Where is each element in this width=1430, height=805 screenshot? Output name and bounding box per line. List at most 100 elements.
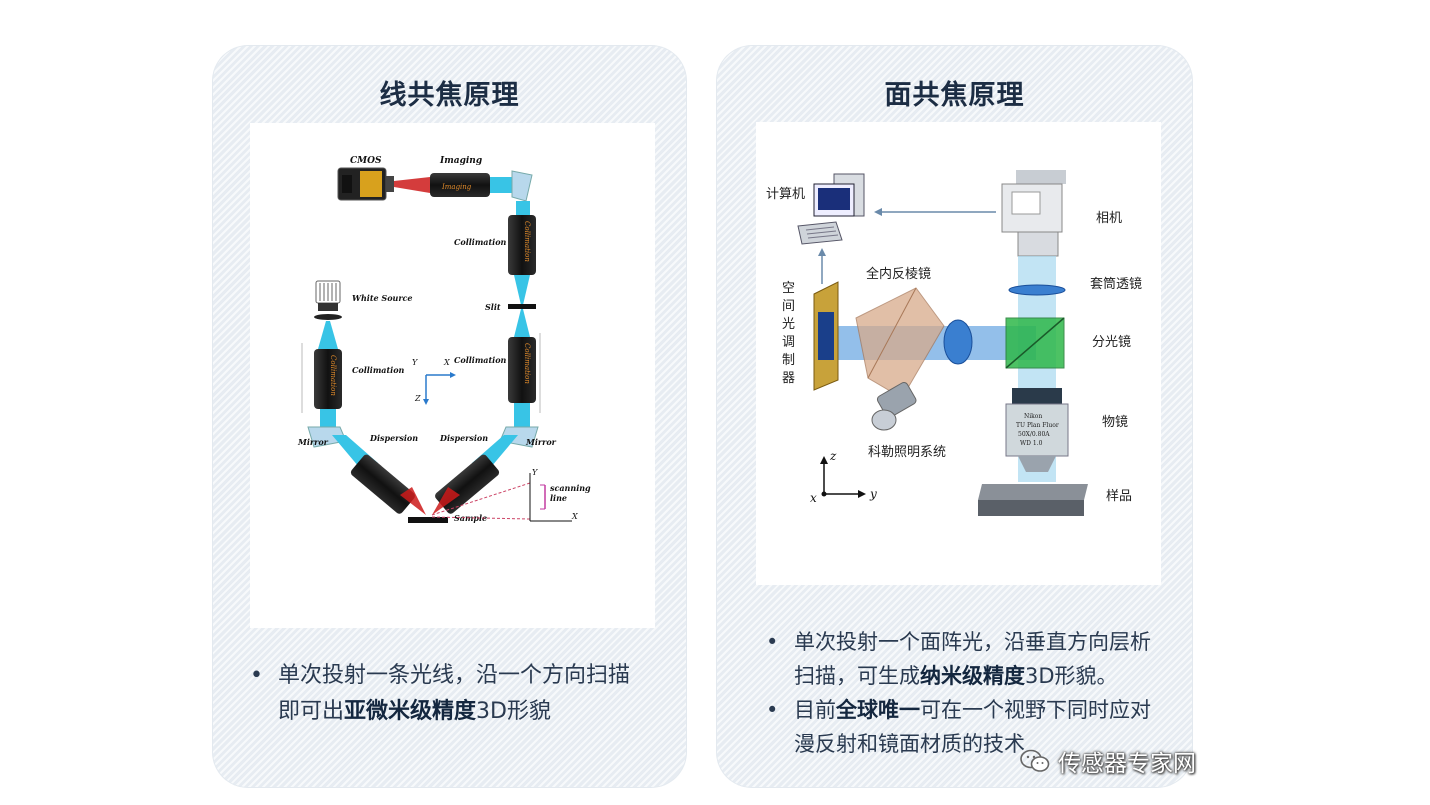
- sample-block: [408, 517, 448, 523]
- objective-text-4: WD 1.0: [1020, 440, 1043, 447]
- line-confocal-svg: CMOS Imaging Imaging Collimation Collima…: [297, 156, 591, 523]
- collimation-tube-right-text: Collimation: [523, 343, 531, 384]
- mirror-left-label: Mirror: [297, 437, 329, 447]
- mirror-top-right: [511, 170, 533, 202]
- scanning-inset: [529, 473, 572, 522]
- axis-x: x: [810, 491, 817, 505]
- bullet-item: • 单次投射一个面阵光，沿垂直方向层析扫描，可生成纳米级精度3D形貌。: [766, 625, 1166, 693]
- imaging-tube: [430, 173, 490, 197]
- area-confocal-diagram: 计算机 相机 套筒透镜: [756, 122, 1161, 585]
- bullet-item: • 单次投射一条光线，沿一个方向扫描即可出亚微米级精度3D形貌: [250, 658, 650, 730]
- axis-x-label: X: [443, 358, 450, 367]
- axis-z-label: Z: [414, 394, 421, 403]
- cyan-beam-right-3: [514, 309, 530, 337]
- slit-label: Slit: [485, 302, 501, 312]
- slm-label-5: 制: [782, 353, 795, 368]
- scan-x-label: X: [571, 512, 578, 521]
- collimation-left-label: Collimation: [352, 365, 405, 375]
- white-source: [314, 280, 342, 320]
- collimation-tube-left-text: Collimation: [329, 355, 337, 396]
- axis-indicator: [423, 372, 456, 405]
- watermark: 传感器专家网: [1020, 744, 1196, 778]
- collimation-tube-top: [508, 215, 536, 275]
- bullet-text: 单次投射一条光线，沿一个方向扫描即可出: [278, 663, 631, 724]
- collimation-right-label: Collimation: [454, 355, 507, 365]
- bullet-emphasis: 纳米级精度: [920, 664, 1025, 688]
- computer-label: 计算机: [766, 187, 805, 202]
- bullet-text-end: 可在一个视野下同时应对漫反射和镜面材质的技术: [794, 698, 1151, 756]
- axis-y: y: [869, 487, 877, 501]
- area-confocal-bullets: • 单次投射一个面阵光，沿垂直方向层析扫描，可生成纳米级精度3D形貌。 • 目前…: [766, 625, 1166, 761]
- bullet-emphasis: 全球唯一: [836, 698, 920, 722]
- scan-guide-1: [431, 482, 531, 516]
- cmos-label: CMOS: [350, 156, 382, 166]
- objective-lens: [1005, 388, 1069, 472]
- camera-icon: [1001, 170, 1066, 257]
- collimation-tube-top-text: Collimation: [523, 221, 531, 262]
- scan-y-label: Y: [532, 468, 538, 477]
- beam-splitter-label: 分光镜: [1092, 335, 1131, 350]
- axis-z: z: [829, 449, 837, 463]
- wechat-icon: [1020, 749, 1050, 772]
- bullet-dot: •: [766, 698, 779, 722]
- bullet-text: 单次投射一个面阵光，沿垂直方向层析扫描，可生成: [794, 630, 1151, 688]
- cyan-beam-left-2: [320, 409, 336, 431]
- tir-prism-label: 全内反棱镜: [866, 266, 931, 282]
- slm-label-3: 光: [782, 317, 795, 332]
- red-beam-top: [394, 177, 430, 193]
- objective-text-2: TU Plan Fluor: [1016, 422, 1059, 429]
- scanning-line-label-1: scanning: [550, 483, 591, 493]
- arrow-camera-to-computer-head: [874, 208, 882, 216]
- line-confocal-bullets: • 单次投射一条光线，沿一个方向扫描即可出亚微米级精度3D形貌: [250, 658, 650, 730]
- line-confocal-diagram: CMOS Imaging Imaging Collimation Collima…: [250, 123, 655, 628]
- dispersion-left-label: Dispersion: [369, 433, 418, 443]
- camera-label: 相机: [1096, 211, 1122, 226]
- objective-label: 物镜: [1102, 415, 1128, 430]
- cyan-beam-right-1: [516, 201, 530, 215]
- collimation-tube-left: [314, 349, 342, 409]
- side-lens: [943, 319, 973, 365]
- area-confocal-panel: 面共焦原理 计算机: [716, 45, 1193, 788]
- beam-splitter: [1005, 317, 1065, 369]
- computer-icon: [797, 173, 865, 245]
- panel-title: 线共焦原理: [379, 80, 520, 111]
- collimation-top-label: Collimation: [454, 237, 507, 247]
- mirror-right-label: Mirror: [525, 437, 557, 447]
- bullet-text-end: 3D形貌: [476, 699, 551, 724]
- bullet-text: 目前: [794, 698, 836, 722]
- cyan-beam-left-1: [318, 321, 338, 349]
- bullet-emphasis: 亚微米级精度: [344, 699, 477, 724]
- imaging-label: Imaging: [439, 156, 482, 166]
- red-beam-right: [432, 487, 460, 515]
- bullet-dot: •: [250, 663, 263, 688]
- objective-text-1: Nikon: [1024, 413, 1042, 420]
- objective-text-3: 50X/0.80A: [1018, 431, 1050, 438]
- slm-label-1: 空: [782, 281, 795, 296]
- watermark-text: 传感器专家网: [1058, 751, 1196, 777]
- area-confocal-svg: 计算机 相机 套筒透镜: [766, 170, 1142, 516]
- cyan-beam-right-4: [514, 403, 530, 431]
- white-source-label: White Source: [352, 293, 413, 303]
- cyan-beam-right-2: [514, 275, 530, 305]
- line-confocal-panel: 线共焦原理 CMOS Imaging: [212, 45, 687, 788]
- collimation-tube-right: [508, 337, 536, 403]
- tube-lens: [1008, 284, 1066, 296]
- axis-y-label: Y: [412, 358, 418, 367]
- arrow-slm-to-computer-head: [818, 248, 826, 256]
- kohler-label: 科勒照明系统: [868, 445, 946, 460]
- tir-prism: [855, 287, 945, 399]
- sample-stage: [978, 484, 1088, 516]
- panel-title: 面共焦原理: [884, 80, 1025, 111]
- slm-label-2: 间: [782, 299, 795, 314]
- bullet-item: • 目前全球唯一可在一个视野下同时应对漫反射和镜面材质的技术: [766, 693, 1166, 761]
- slm-label-6: 器: [782, 371, 795, 386]
- bullet-dot: •: [766, 630, 779, 654]
- scanning-line-label-2: line: [550, 493, 567, 503]
- xyz-axis: [820, 456, 866, 498]
- slit: [508, 304, 536, 309]
- dispersion-tube-left: [350, 454, 415, 514]
- kohler-illuminator: [871, 381, 917, 431]
- sample-label: 样品: [1106, 489, 1132, 504]
- imaging-tube-text: Imaging: [441, 183, 472, 191]
- sample-label: Sample: [454, 513, 487, 523]
